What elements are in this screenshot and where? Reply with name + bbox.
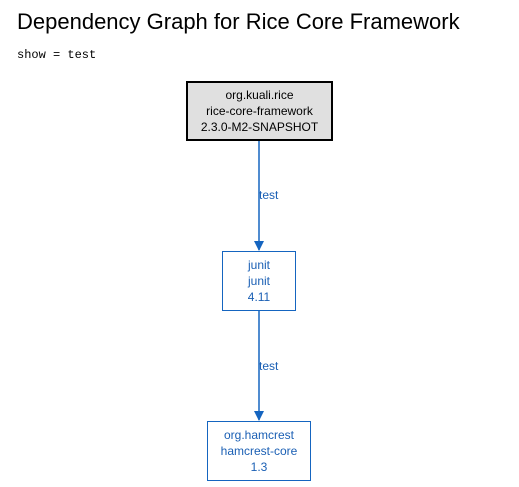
node-group-id: junit [247,258,270,272]
node-hamcrest-core[interactable]: org.hamcrest hamcrest-core 1.3 [207,421,311,481]
page-title: Dependency Graph for Rice Core Framework [17,9,460,34]
node-artifact-id: hamcrest-core [220,444,298,458]
node-group-id: org.kuali.rice [225,88,294,102]
node-version: 4.11 [247,290,271,304]
node-group-id: org.hamcrest [223,428,295,442]
edge-label-scope: test [259,359,279,373]
node-rice-core-framework[interactable]: org.kuali.rice rice-core-framework 2.3.0… [186,81,333,141]
node-artifact-id: rice-core-framework [206,104,313,118]
scope-filter: show = test [17,48,97,62]
node-artifact-id: junit [247,274,270,288]
node-version: 2.3.0-M2-SNAPSHOT [200,120,319,134]
node-junit[interactable]: junit junit 4.11 [222,251,296,311]
edge-label-scope: test [259,188,279,202]
node-version: 1.3 [250,460,268,474]
